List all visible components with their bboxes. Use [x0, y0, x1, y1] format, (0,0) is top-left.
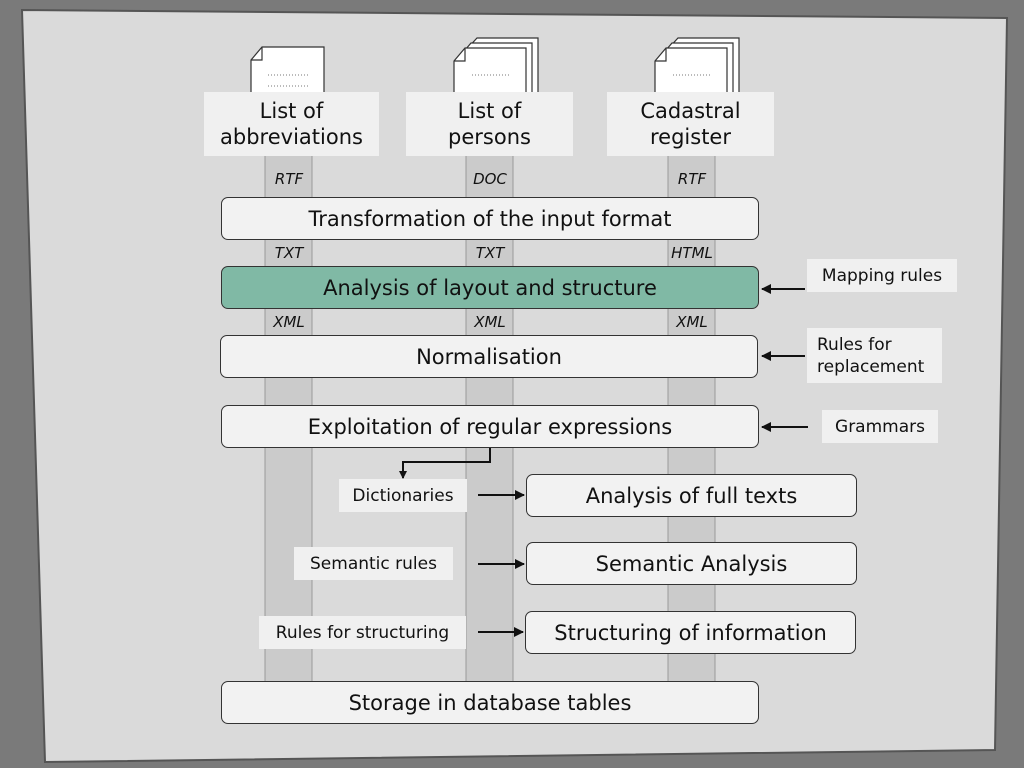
- format-label-mid: HTML: [671, 244, 713, 262]
- resource-semantic-rules: Semantic rules: [294, 547, 453, 580]
- step-storage: Storage in database tables: [221, 681, 759, 724]
- source-label-line: persons: [448, 125, 531, 149]
- step-layout-analysis: Analysis of layout and structure: [221, 266, 759, 309]
- resource-mapping-rules: Mapping rules: [807, 259, 957, 292]
- format-label-in: DOC: [473, 170, 507, 188]
- format-label-out: XML: [474, 313, 506, 331]
- step-full-text: Analysis of full texts: [526, 474, 857, 517]
- source-label-line: List of: [457, 99, 522, 123]
- resource-line: Rules for: [817, 334, 892, 355]
- resource-replacement-rules: Rules for replacement: [807, 328, 942, 383]
- resource-grammars: Grammars: [822, 410, 938, 443]
- format-label-in: RTF: [274, 170, 304, 188]
- format-label-out: XML: [676, 313, 708, 331]
- step-normalisation: Normalisation: [220, 335, 758, 378]
- source-label-line: Cadastral: [640, 99, 741, 123]
- arrow-regex-to-dictionaries: [399, 447, 491, 479]
- resource-dictionaries: Dictionaries: [339, 479, 467, 512]
- format-label-in: RTF: [677, 170, 707, 188]
- source-label-line: abbreviations: [220, 125, 363, 149]
- source-label-line: register: [650, 125, 731, 149]
- step-semantic: Semantic Analysis: [526, 542, 857, 585]
- resource-line: replacement: [817, 356, 925, 377]
- format-label-mid: TXT: [274, 244, 304, 262]
- step-regex: Exploitation of regular expressions: [221, 405, 759, 448]
- step-transformation: Transformation of the input format: [221, 197, 759, 240]
- step-structuring: Structuring of information: [525, 611, 856, 654]
- format-label-out: XML: [273, 313, 305, 331]
- source-label-line: List of: [259, 99, 324, 123]
- resource-structuring-rules: Rules for structuring: [259, 616, 466, 649]
- format-label-mid: TXT: [475, 244, 505, 262]
